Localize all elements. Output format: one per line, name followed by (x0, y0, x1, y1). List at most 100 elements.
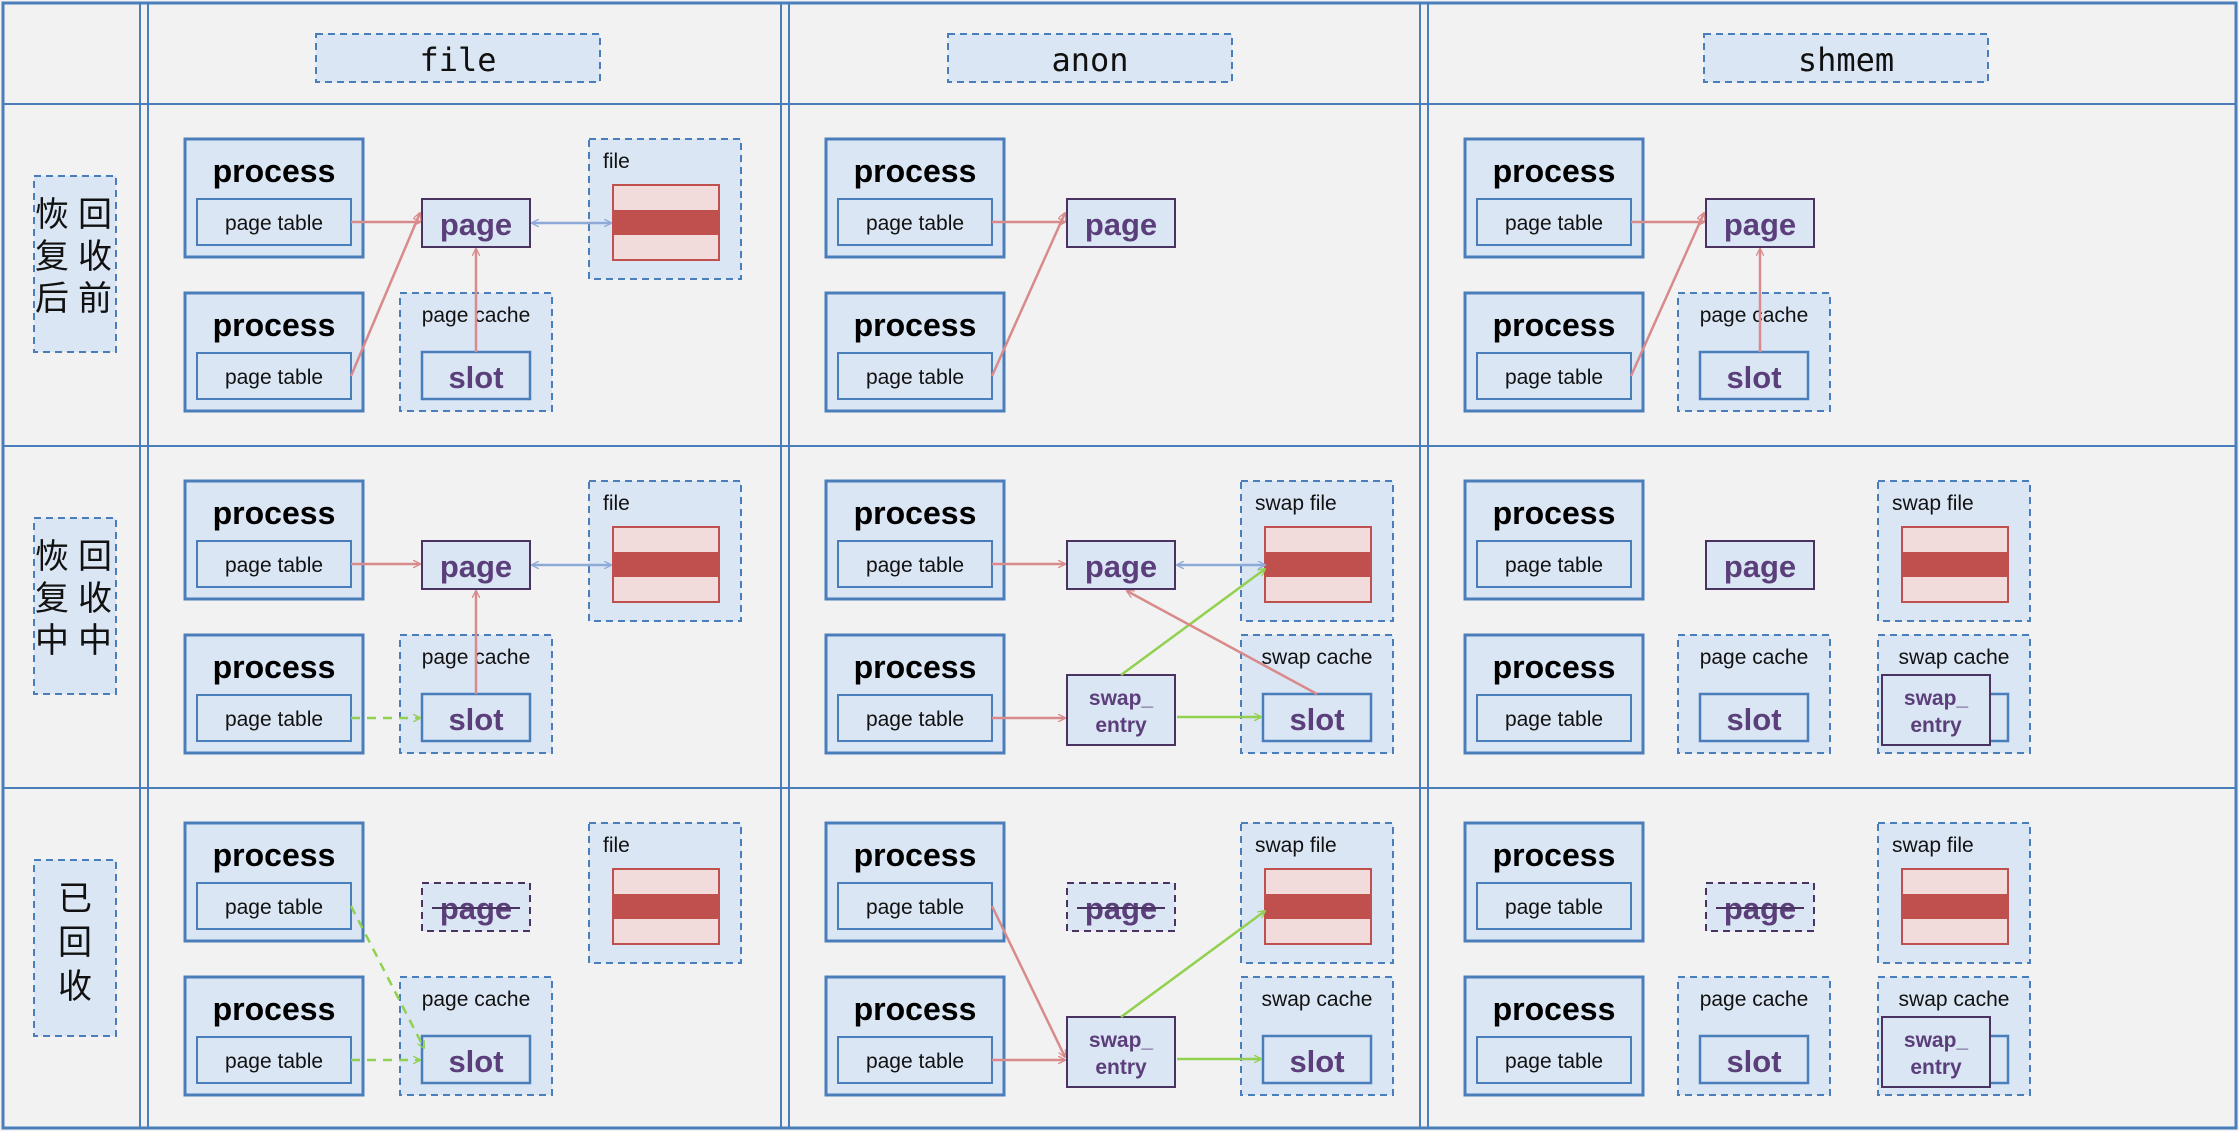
page-table-label: page table (225, 212, 323, 235)
row-label-3: 已回收 (33, 859, 117, 1037)
arrow-green (349, 905, 426, 1048)
swap-entry-label-2: entry (1095, 714, 1147, 737)
container-title: swap file (1255, 492, 1337, 515)
page-label: page (1085, 207, 1157, 242)
row-label-char: 中 (35, 621, 69, 661)
process-label: process (213, 307, 336, 343)
column-header-text: anon (1051, 41, 1128, 79)
container-title: swap file (1892, 492, 1974, 515)
slot-box (420, 1034, 532, 1085)
file-container: swap file (1877, 480, 2031, 622)
row-label-char: 复 (35, 579, 69, 619)
process-label: process (1493, 153, 1616, 189)
slot-label: slot (1289, 1044, 1344, 1079)
process-label: process (1493, 837, 1616, 873)
storage-used-stripe (1902, 552, 2008, 577)
slot-label: slot (448, 360, 503, 395)
container-title: file (603, 834, 630, 857)
page-table-box (196, 352, 352, 400)
page-label: page (1085, 549, 1157, 584)
page-table-label: page table (866, 708, 964, 731)
storage-used-stripe (613, 210, 719, 235)
page-table-label: page table (1505, 896, 1603, 919)
process-box: process page table (1463, 821, 1645, 943)
file-container: swap file (1240, 822, 1394, 964)
slot-label: slot (1726, 1044, 1781, 1079)
slot-label: slot (1289, 702, 1344, 737)
container-title: swap cache (1262, 646, 1373, 669)
container-title: swap file (1892, 834, 1974, 857)
process-label: process (854, 649, 977, 685)
page-table-label: page table (225, 1050, 323, 1073)
page-table-label: page table (1505, 212, 1603, 235)
row-label-char: 回 (58, 923, 92, 963)
page-label: page (440, 207, 512, 242)
process-label: process (213, 495, 336, 531)
swap-entry-label-1: swap_ (1089, 687, 1154, 710)
page-table-label: page table (225, 366, 323, 389)
page-table-box (196, 882, 352, 930)
page-box: page (1705, 198, 1815, 248)
storage-used-stripe (1265, 894, 1371, 919)
swap-entry-label-2: entry (1095, 1056, 1147, 1079)
arrow-red (349, 213, 420, 377)
row-label-char: 前 (78, 279, 112, 319)
swap-entry-label-2: entry (1910, 714, 1962, 737)
row-label-char: 收 (78, 579, 112, 619)
process-label: process (854, 153, 977, 189)
swap-entry-box: swap_entry (1881, 1016, 1991, 1088)
page-table-box (1476, 352, 1632, 400)
slot-label: slot (1726, 702, 1781, 737)
page-table-box (1476, 198, 1632, 246)
page-table-box (1476, 882, 1632, 930)
slot-box (1698, 350, 1810, 401)
page-table-box (1476, 540, 1632, 588)
page-table-label: page table (225, 896, 323, 919)
swap-entry-label-1: swap_ (1089, 1029, 1154, 1052)
process-label: process (1493, 307, 1616, 343)
arrow-red (990, 905, 1067, 1057)
container-title: swap cache (1262, 988, 1373, 1011)
process-label: process (854, 837, 977, 873)
file-container: swap file (1877, 822, 2031, 964)
storage-used-stripe (613, 894, 719, 919)
page-box-freed: page (1705, 882, 1815, 932)
file-container: swap file (1240, 480, 1394, 622)
page-box-freed: page (1066, 882, 1176, 932)
row-label-char: 收 (78, 237, 112, 277)
slot-container: swap cache slot (1240, 976, 1394, 1096)
row-label-char: 收 (58, 967, 92, 1007)
process-box: process page table (824, 821, 1006, 943)
page-box: page (1705, 540, 1815, 590)
process-label: process (213, 837, 336, 873)
container-title: swap cache (1899, 988, 2010, 1011)
row-label-char: 后 (35, 279, 69, 319)
process-box: process page table (183, 821, 365, 943)
process-label: process (1493, 649, 1616, 685)
slot-box (1698, 692, 1810, 743)
slot-label: slot (448, 702, 503, 737)
page-table-label: page table (866, 896, 964, 919)
column-header-anon: anon (947, 33, 1233, 83)
container-title: page cache (1700, 304, 1809, 327)
page-table-box (1476, 1036, 1632, 1084)
page-table-label: page table (1505, 554, 1603, 577)
arrow-red (990, 213, 1065, 377)
page-table-label: page table (866, 1050, 964, 1073)
column-header-shmem: shmem (1703, 33, 1989, 83)
page-box-freed: page (421, 882, 531, 932)
